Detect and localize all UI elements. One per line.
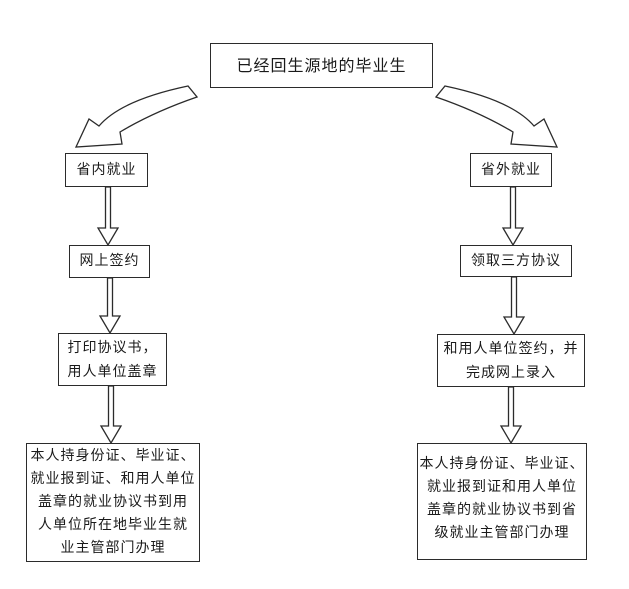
down-arrow-right-3 — [499, 386, 523, 445]
down-arrow-left-1 — [96, 186, 120, 247]
node-print-agreement-employer-stamp: 打印协议书， 用人单位盖章 — [58, 333, 167, 386]
node-out-of-province-employment: 省外就业 — [470, 153, 552, 187]
down-arrow-right-1 — [501, 186, 525, 247]
node-root-returned-graduates: 已经回生源地的毕业生 — [210, 43, 433, 88]
down-arrow-right-2 — [502, 276, 526, 336]
curved-arrow-left-branch — [74, 85, 199, 148]
node-in-province-employment: 省内就业 — [65, 153, 148, 187]
down-arrow-left-2 — [98, 277, 122, 335]
node-sign-with-employer-online-entry: 和用人单位签约，并 完成网上录入 — [437, 334, 585, 387]
node-out-of-province-final-procedure: 本人持身份证、毕业证、 就业报到证和用人单位 盖章的就业协议书到省 级就业主管部… — [417, 443, 587, 560]
down-arrow-left-3 — [99, 385, 123, 445]
node-online-signing: 网上签约 — [69, 245, 150, 278]
node-in-province-final-procedure: 本人持身份证、毕业证、 就业报到证、和用人单位 盖章的就业协议书到用 人单位所在… — [26, 443, 200, 562]
node-collect-tripartite-agreement: 领取三方协议 — [460, 245, 572, 277]
curved-arrow-right-branch — [434, 85, 559, 148]
